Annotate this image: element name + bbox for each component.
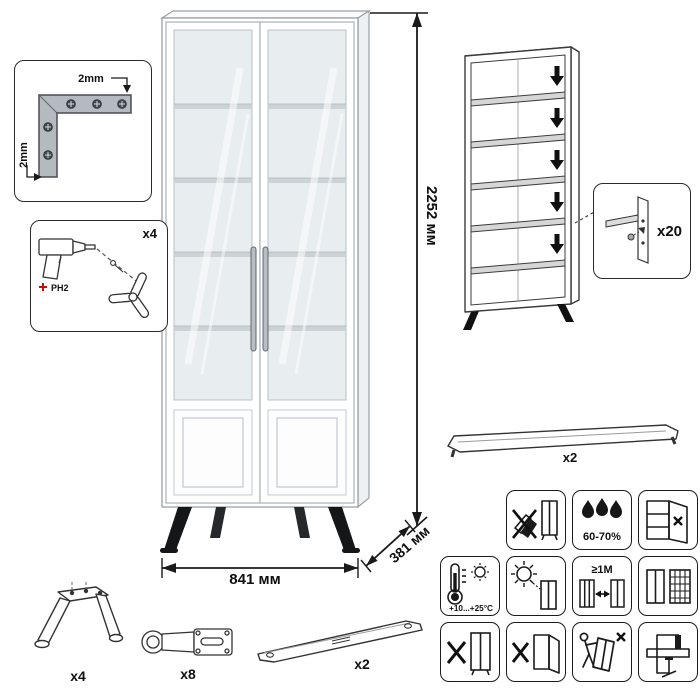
- shelf-pin-detail-box: x20: [593, 183, 691, 279]
- heater-distance-symbol: ≥1M: [572, 556, 632, 616]
- lattice-icon: [646, 569, 691, 604]
- height-dimension-arrow: [370, 12, 428, 536]
- open-door-warning-icon: [646, 500, 688, 544]
- drill-drawing: PH2: [38, 238, 150, 319]
- thermometer-icon: +10...+25°C: [447, 563, 493, 613]
- leg-mounting-detail-box: x4 PH2: [30, 220, 168, 332]
- corner-gap-top-label: 2mm: [78, 73, 104, 85]
- cabinet-legs: [160, 507, 360, 553]
- no-leaning-on-doors-symbol: [506, 622, 566, 682]
- no-sharp-tools-symbol: [506, 490, 566, 550]
- handle-count-label: x2: [562, 450, 578, 465]
- leg-part-small-drawing: [108, 272, 150, 319]
- sun-icon: [511, 561, 557, 610]
- display-cabinet-front-view: [159, 9, 372, 553]
- leg-drawing: [34, 582, 124, 649]
- leg-count-label: x4: [70, 668, 86, 684]
- no-dragging-symbol: [572, 622, 632, 682]
- ph2-bit-icon: [39, 283, 47, 291]
- shelf-insert-arrows: [550, 66, 564, 254]
- cross-open-door-icon: [511, 634, 560, 674]
- corner-bracket-detail-box: 2mm 2mm: [14, 60, 152, 202]
- humidity-symbol: 60-70%: [572, 490, 632, 550]
- temperature-symbol: +10...+25°C: [440, 556, 500, 616]
- shelving-unit-drawing: [463, 46, 580, 330]
- mounting-bracket-drawing: [257, 620, 423, 663]
- temperature-range-label: +10...+25°C: [449, 604, 493, 613]
- drill-count-label: x4: [142, 226, 157, 241]
- ventilation-symbol: [638, 556, 698, 616]
- no-sharp-tools-icon: [511, 500, 558, 541]
- hinge-drawing: [141, 628, 233, 656]
- bracket-count-label: x2: [354, 656, 370, 672]
- depth-dimension-arrow: [360, 519, 416, 573]
- width-dimension-arrow: [161, 558, 359, 578]
- no-door-load-symbol: [638, 490, 698, 550]
- no-clamp-symbol: [638, 622, 698, 682]
- detail-leader-line: [574, 210, 597, 224]
- cross-cabinet-icon: [446, 632, 491, 676]
- corner-gap-left-label: 2mm: [18, 142, 30, 168]
- no-impact-symbol: [440, 622, 500, 682]
- corner-bracket-drawing: 2mm 2mm: [18, 73, 132, 181]
- drill-bit-label: PH2: [51, 283, 69, 293]
- min-distance-label: ≥1M: [591, 564, 612, 576]
- hinge-count-label: x8: [180, 666, 196, 682]
- shelf-pin-count-label: x20: [656, 222, 683, 240]
- height-dimension-label: 2252 мм: [423, 186, 440, 246]
- person-pushing-icon: [579, 632, 626, 672]
- handle-drawing: [447, 424, 679, 458]
- radiator-distance-icon: ≥1M: [579, 564, 625, 608]
- width-dimension-label: 841 мм: [229, 571, 281, 588]
- door-handles: [250, 246, 269, 352]
- avoid-sunlight-symbol: [506, 556, 566, 616]
- shelf-pin-drawing: [605, 196, 649, 264]
- humidity-range-label: 60-70%: [583, 531, 621, 543]
- water-drops-icon: 60-70%: [582, 498, 622, 543]
- clamp-icon: [646, 634, 690, 678]
